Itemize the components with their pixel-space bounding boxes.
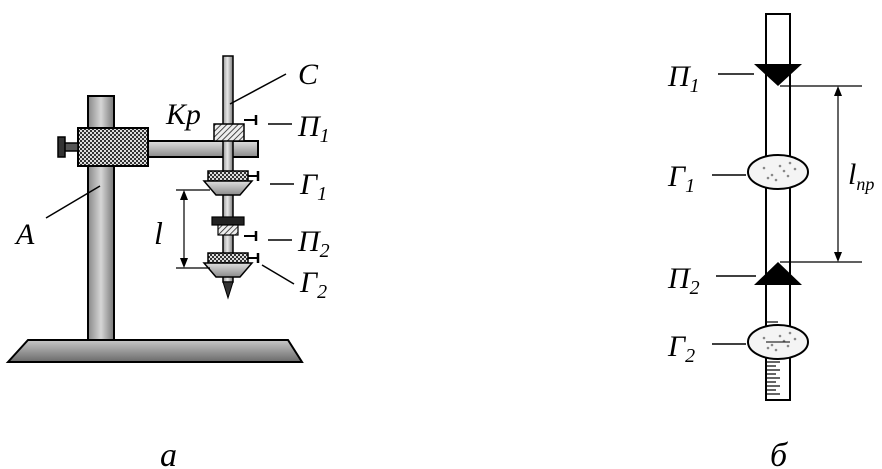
- label-b-g1: Г1: [667, 160, 695, 197]
- label-b-g2: Г2: [667, 330, 695, 367]
- rod-tip: [222, 281, 234, 300]
- leader-c: [229, 73, 287, 105]
- weight-g2-device: [202, 252, 260, 278]
- label-c: С: [298, 58, 319, 91]
- prism-p2-marker: [754, 262, 802, 285]
- caption-b: б: [770, 437, 789, 469]
- label-g1: Г1: [299, 168, 327, 205]
- dimension-lpr: [780, 85, 862, 263]
- clamp-block: [77, 127, 149, 167]
- clamp-screw: [63, 142, 79, 152]
- figure-b: П1 Г1 lпр П2 Г2 б: [667, 13, 874, 469]
- leader-a: [45, 185, 101, 219]
- dimension-l: [176, 189, 210, 269]
- clamp-screw-head: [57, 136, 66, 158]
- figure-a: С Кр П1 Г1 l П2 Г2 А а: [5, 55, 330, 469]
- label-p1: П1: [297, 110, 330, 147]
- label-b-p1: П1: [667, 60, 700, 97]
- caption-a: а: [160, 437, 177, 469]
- label-b-lpr: lпр: [848, 158, 874, 194]
- label-g2: Г2: [299, 266, 327, 303]
- stand-arm: [147, 140, 259, 158]
- weight-g2-marker: [747, 324, 809, 360]
- label-kp: Кр: [165, 98, 201, 131]
- label-b-p2: П2: [667, 262, 700, 299]
- prism-support-kp: [213, 123, 245, 142]
- stand-base: [5, 339, 304, 363]
- label-l: l: [154, 215, 163, 251]
- label-p2: П2: [297, 225, 330, 262]
- leader-g2: [261, 264, 295, 285]
- prism-p2-device: [211, 216, 258, 241]
- weight-g1-marker: [747, 154, 809, 190]
- pendulum-rod: [222, 55, 234, 283]
- prism-p1-marker: [754, 64, 802, 86]
- weight-g1-device: [202, 170, 260, 196]
- label-a: А: [14, 218, 35, 251]
